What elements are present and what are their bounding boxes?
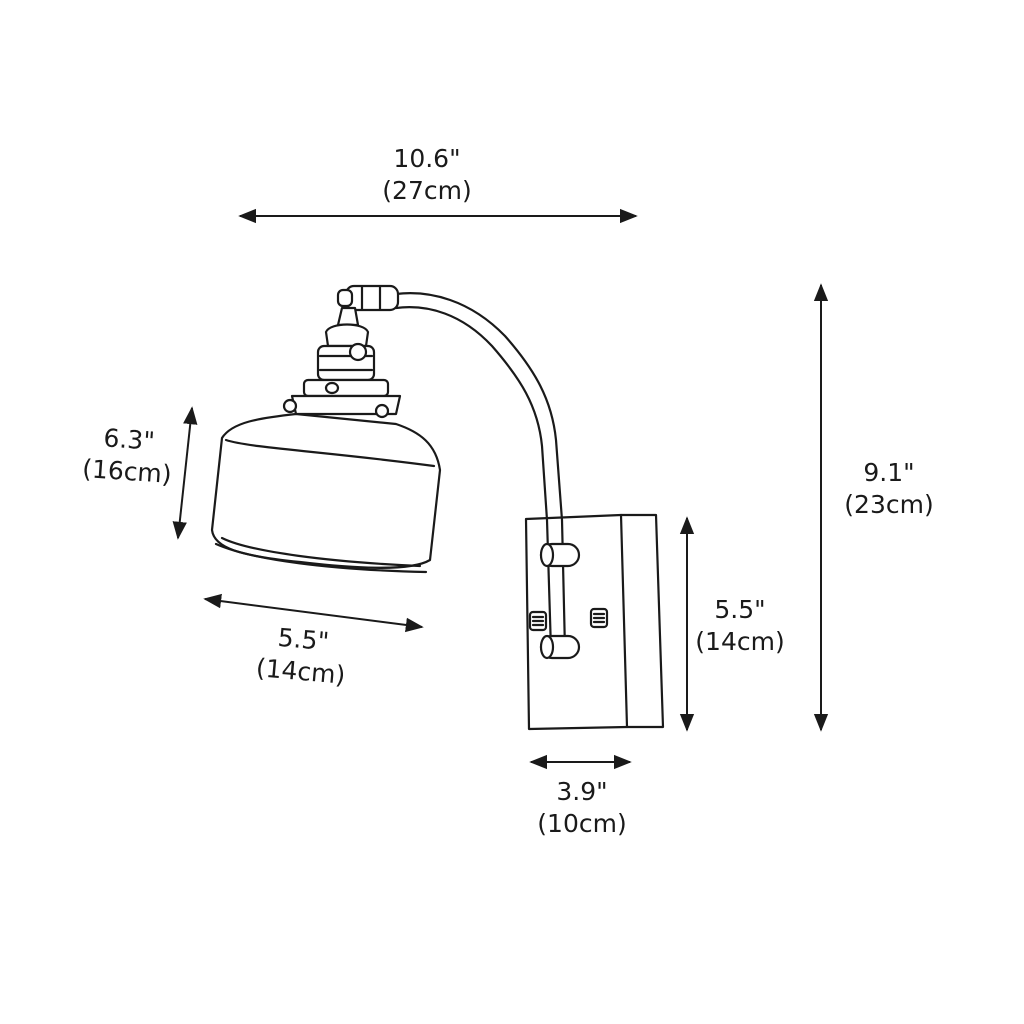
overall-height-label: 9.1" (23cm) — [844, 457, 933, 521]
backplate-width-inch: 3.9" — [556, 777, 608, 806]
backplate-height-inch: 5.5" — [714, 595, 766, 624]
backplate-height-label: 5.5" (14cm) — [695, 594, 784, 658]
lamp-socket — [290, 306, 402, 416]
backplate-width-cm: (10cm) — [537, 809, 627, 838]
arm-elbow-joint — [336, 284, 400, 312]
shade-height-cm: (16cm) — [81, 453, 173, 490]
overall-height-inch: 9.1" — [863, 458, 915, 487]
backplate-height-cm: (14cm) — [695, 627, 785, 656]
shade-diameter-label: 5.5" (14cm) — [255, 620, 350, 692]
shade-diameter-arrow — [203, 593, 424, 633]
backplate-width-label: 3.9" (10cm) — [537, 776, 626, 840]
shade-height-arrow — [172, 406, 198, 540]
arm-collar-lower — [539, 634, 581, 660]
shade-height-label: 6.3" (16cm) — [81, 421, 175, 491]
lamp-arm — [394, 292, 567, 652]
backplate-screw-right — [589, 607, 609, 629]
backplate-screw-left — [528, 610, 548, 632]
glass-shade — [210, 412, 442, 574]
overall-height-cm: (23cm) — [844, 490, 934, 519]
shade-screw-right — [374, 403, 390, 419]
overall-width-label: 10.6" (27cm) — [382, 143, 471, 207]
arm-collar-upper — [539, 542, 581, 568]
overall-width-cm: (27cm) — [382, 176, 472, 205]
shade-screw-left — [282, 398, 298, 414]
overall-width-inch: 10.6" — [393, 144, 461, 173]
